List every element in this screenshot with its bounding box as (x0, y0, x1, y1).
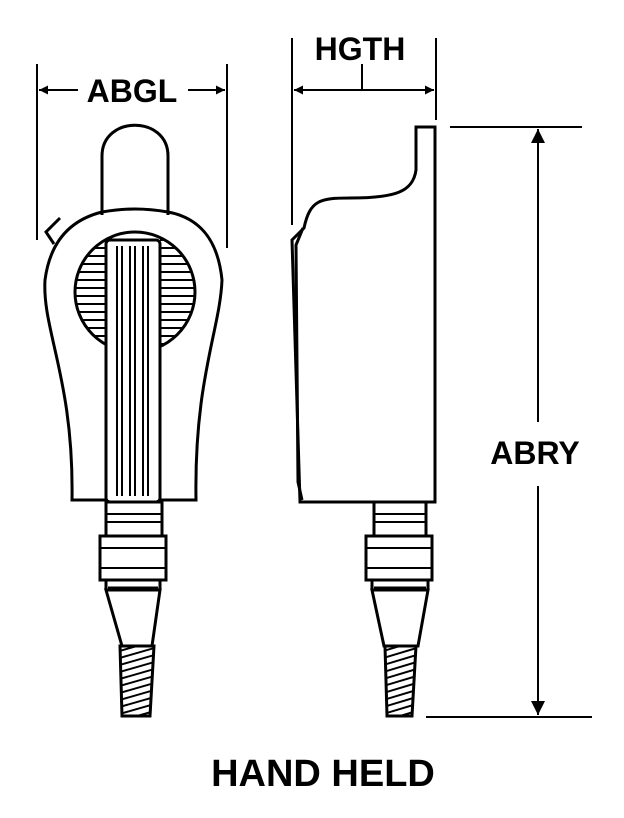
side-neck (372, 500, 428, 538)
front-neck (104, 500, 164, 538)
abry-label: ABRY (490, 435, 579, 471)
dimension-abry: ABRY (426, 126, 592, 718)
front-top-knob (100, 123, 170, 215)
front-ribs (116, 246, 149, 496)
dimension-abgl: ABGL (36, 64, 228, 248)
side-cable-coils (385, 646, 416, 716)
front-body-outline (43, 207, 224, 502)
caption-title: HAND HELD (211, 753, 435, 795)
front-cable-coils (120, 646, 154, 716)
front-nut (98, 534, 168, 582)
front-rib-strip (104, 238, 162, 504)
dimension-hgth: HGTH (291, 31, 437, 225)
side-body-outline (290, 125, 437, 504)
side-view (290, 125, 437, 718)
side-nut (364, 534, 434, 582)
front-collar (104, 578, 162, 590)
side-back-edge (294, 227, 305, 501)
front-cone (104, 588, 162, 648)
side-collar (370, 578, 430, 590)
front-side-button (44, 216, 62, 245)
abgl-label: ABGL (87, 73, 178, 109)
side-cone (370, 588, 430, 648)
front-view (43, 123, 224, 718)
hgth-label: HGTH (315, 31, 406, 67)
